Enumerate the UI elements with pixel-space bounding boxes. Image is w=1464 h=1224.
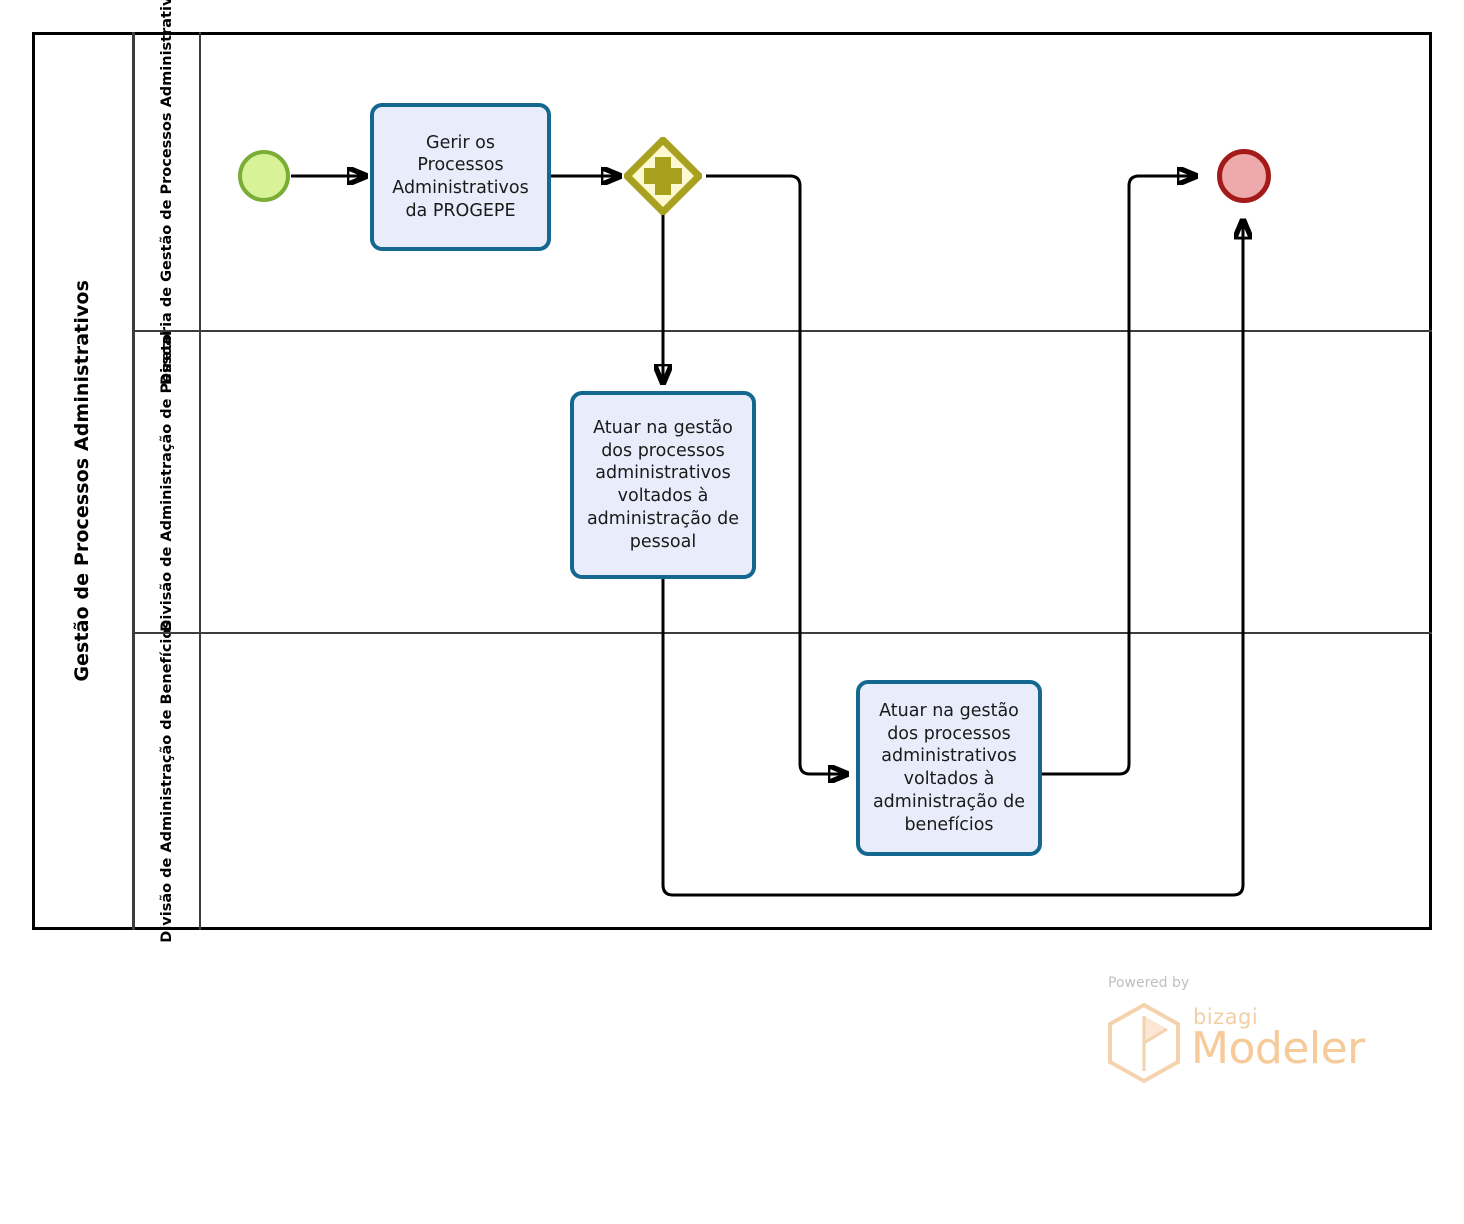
lane-divider-1	[135, 330, 1432, 332]
bizagi-logo-icon	[1105, 1002, 1183, 1088]
task-atuar-beneficios[interactable]: Atuar na gestão dos processos administra…	[856, 680, 1042, 856]
task-gerir-processos[interactable]: Gerir os Processos Administrativos da PR…	[370, 103, 551, 251]
parallel-gateway[interactable]	[624, 137, 702, 215]
task-gerir-processos-label: Gerir os Processos Administrativos da PR…	[392, 132, 529, 221]
bizagi-watermark: Powered by bizagi Modeler	[1105, 975, 1375, 1084]
flow-gateway-to-beneficios	[706, 174, 847, 774]
task-atuar-pessoal-label: Atuar na gestão dos processos administra…	[586, 417, 740, 552]
start-event[interactable]	[238, 150, 290, 202]
bizagi-brand-text: bizagi	[1193, 1005, 1259, 1029]
lane-header-diretoria: Diretoria de Gestão de Processos Adminis…	[135, 0, 201, 384]
powered-by-label: Powered by	[1108, 975, 1190, 991]
end-event[interactable]	[1217, 149, 1271, 203]
flow-beneficios-to-end	[1042, 176, 1196, 776]
flow-pessoal-to-end	[661, 220, 1243, 897]
lane-divider-2	[135, 632, 1432, 634]
plus-icon	[644, 157, 682, 195]
task-atuar-beneficios-label: Atuar na gestão dos processos administra…	[872, 700, 1026, 835]
lane-header-pessoal: Divisão de Administração de Pessoal	[135, 330, 201, 632]
pool-title-bar: Gestão de Processos Administrativos	[32, 32, 135, 930]
lane-header-beneficios: Divisão de Administração de Benefícios	[135, 620, 201, 942]
bizagi-product-text: Modeler	[1191, 1023, 1365, 1074]
task-atuar-pessoal[interactable]: Atuar na gestão dos processos administra…	[570, 391, 756, 579]
